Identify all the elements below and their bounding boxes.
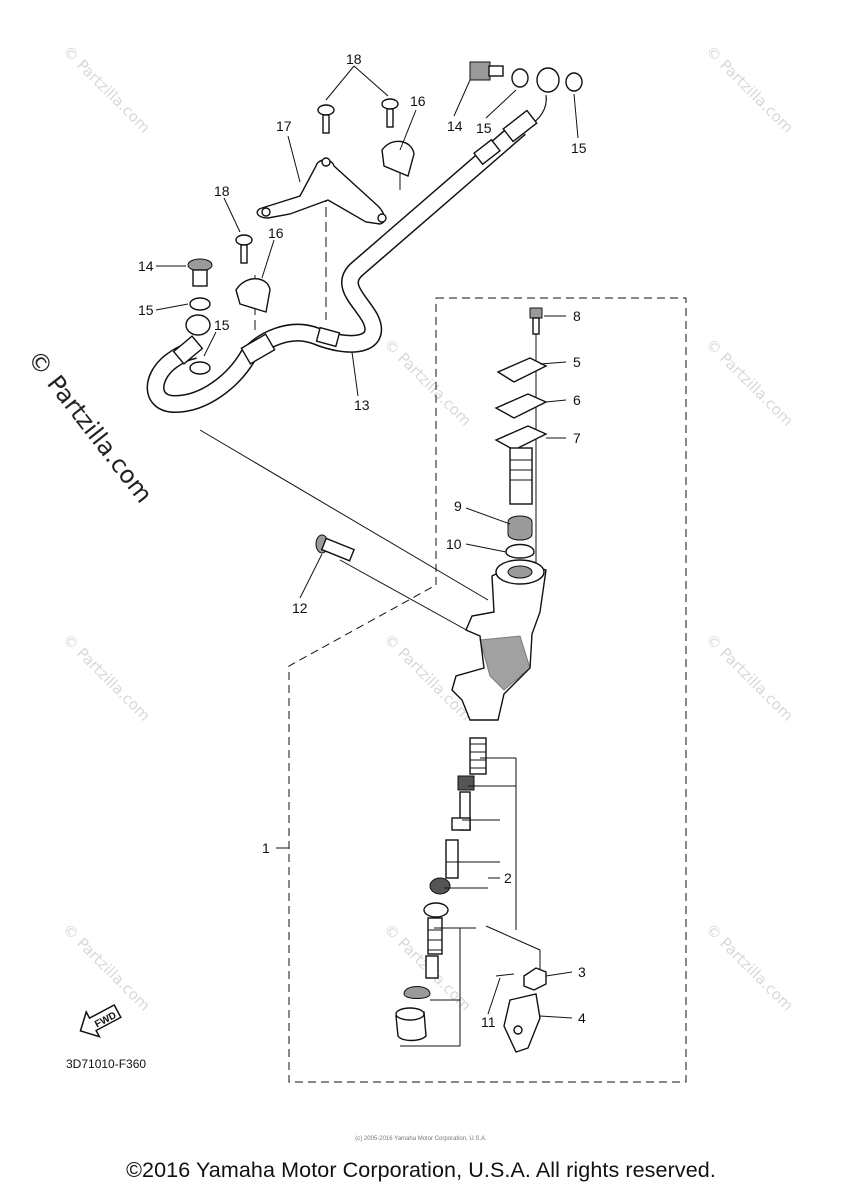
watermark-tile: © Partzilla.com (702, 920, 797, 1015)
nut-3 (523, 967, 547, 991)
washer-top-b (565, 72, 583, 92)
small-copyright-notice: (c) 2005-2016 Yamaha Motor Corporation, … (355, 1136, 487, 1142)
screw-18-group (235, 98, 399, 264)
callout-labels: 1 2 3 4 5 6 7 8 9 10 11 12 13 14 14 15 1… (138, 51, 587, 1030)
brake-hose (146, 94, 547, 414)
callout-14-left: 14 (138, 258, 154, 274)
callout-6: 6 (573, 392, 581, 408)
washer-left-b (189, 361, 211, 375)
callout-15-left-b: 15 (214, 317, 230, 333)
callout-18-top: 18 (346, 51, 362, 67)
callout-15-top-a: 15 (476, 120, 492, 136)
watermark-tile: © Partzilla.com (380, 335, 475, 430)
kit-bracket-lines (400, 757, 541, 1047)
callout-13: 13 (354, 397, 370, 413)
circlip-10 (505, 543, 535, 559)
banjo-fitting-left (185, 314, 211, 336)
callout-2: 2 (504, 870, 512, 886)
banjo-fitting-top (536, 67, 560, 93)
hose-bracket (256, 159, 386, 225)
reservoir-bellows (509, 447, 533, 505)
watermark-tile: © Partzilla.com (59, 42, 154, 137)
diaphragm (494, 425, 548, 451)
assembly-boundary (288, 297, 687, 1083)
callout-16-top: 16 (410, 93, 426, 109)
watermark-tile: © Partzilla.com (702, 335, 797, 430)
forward-label: FWD (93, 1010, 118, 1030)
callout-3: 3 (578, 964, 586, 980)
callout-11: 11 (481, 1014, 496, 1030)
washer-top-a (511, 68, 529, 88)
piston-kit (395, 737, 487, 1042)
watermark-tile: © Partzilla.com (702, 42, 797, 137)
callout-1: 1 (262, 840, 270, 856)
cap-plate (494, 393, 548, 419)
callout-17: 17 (276, 118, 292, 134)
cotter-pin-11 (495, 973, 515, 977)
callout-4: 4 (578, 1010, 586, 1026)
watermark-tile: © Partzilla.com (59, 630, 154, 725)
callout-16-left: 16 (268, 225, 284, 241)
watermark-tile: © Partzilla.com (702, 630, 797, 725)
washer-left-a (189, 297, 211, 311)
callout-7: 7 (573, 430, 581, 446)
screw-8 (529, 307, 543, 335)
watermark-tile: © Partzilla.com (59, 920, 154, 1015)
copyright-footer: ©2016 Yamaha Motor Corporation, U.S.A. A… (126, 1158, 716, 1182)
callout-10: 10 (446, 536, 462, 552)
clevis-4 (503, 993, 541, 1053)
union-bolt-top (469, 61, 504, 81)
reservoir-cap (496, 357, 548, 383)
callout-9: 9 (454, 498, 462, 514)
bolt-12 (315, 534, 355, 562)
master-cylinder-body (451, 559, 547, 721)
callout-15-top-b: 15 (571, 140, 587, 156)
callout-15-left-a: 15 (138, 302, 154, 318)
callout-5: 5 (573, 354, 581, 370)
callout-leaders (155, 65, 579, 1019)
o-ring-9 (507, 515, 533, 541)
forward-arrow-icon: FWD (79, 1003, 122, 1038)
diagram-code: 3D71010-F360 (66, 1057, 147, 1071)
callout-18-left: 18 (214, 183, 230, 199)
union-bolt-left (187, 258, 213, 287)
callout-14-top: 14 (447, 118, 463, 134)
hose-guide-upper (381, 140, 415, 177)
hose-guide-lower (235, 278, 271, 313)
callout-12: 12 (292, 600, 308, 616)
callout-8: 8 (573, 308, 581, 324)
